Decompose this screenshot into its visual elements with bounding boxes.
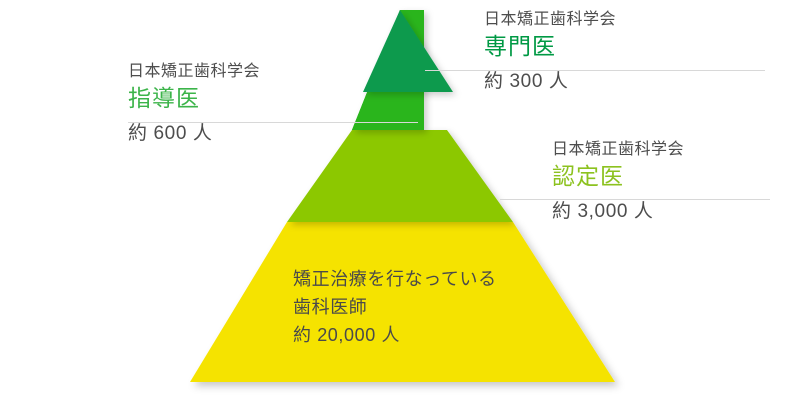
callout-senmoni-rank: 専門医 <box>484 33 556 60</box>
callout-niteii: 日本矯正歯科学会 認定医 約 3,000 人 <box>552 138 684 227</box>
base-label: 矯正治療を行なっている 歯科医師 約 20,000 人 <box>293 266 497 350</box>
connector-line-shidoui <box>128 122 418 123</box>
pyramid-band-ippan <box>190 222 615 382</box>
callout-niteii-count: 約 3,000 人 <box>552 201 654 223</box>
connector-line-senmoni <box>425 70 765 71</box>
callout-senmoni-count: 約 300 人 <box>484 71 569 93</box>
callout-shidoui-count: 約 600 人 <box>128 123 213 145</box>
callout-shidoui: 日本矯正歯科学会 指導医 約 600 人 <box>128 60 260 149</box>
pyramid-band-niteii <box>287 130 513 222</box>
callout-niteii-organization: 日本矯正歯科学会 <box>552 141 685 158</box>
base-label-line2: 歯科医師 <box>293 296 368 317</box>
callout-senmoni: 日本矯正歯科学会 専門医 約 300 人 <box>484 8 616 97</box>
base-label-line1: 矯正治療を行なっている <box>293 269 497 289</box>
callout-niteii-rank: 認定医 <box>552 163 624 190</box>
callout-shidoui-rank: 指導医 <box>128 85 200 112</box>
connector-line-niteii <box>500 199 770 200</box>
pyramid-band-senmoni-wedge <box>363 10 453 92</box>
callout-shidoui-organization: 日本矯正歯科学会 <box>128 63 261 80</box>
base-label-line3: 約 20,000 人 <box>293 324 401 345</box>
callout-senmoni-organization: 日本矯正歯科学会 <box>484 11 617 28</box>
